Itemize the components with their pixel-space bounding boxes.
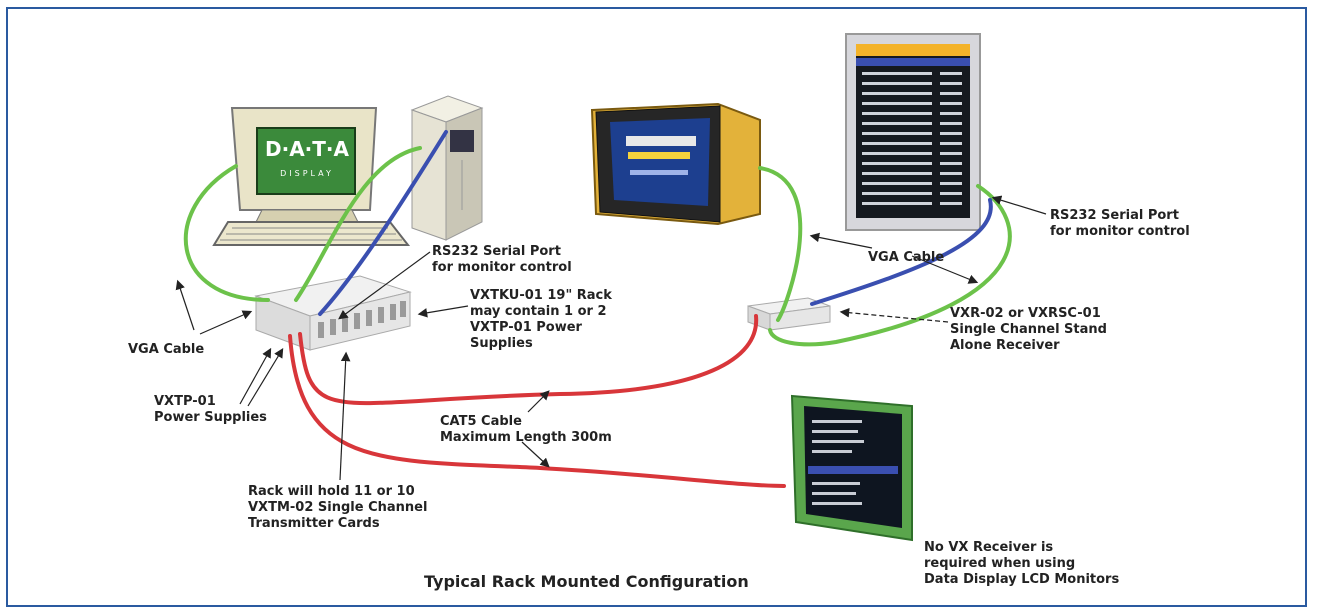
pointer-vga-left-1 — [175, 279, 195, 331]
label-cat5: CAT5 Cable Maximum Length 300m — [440, 414, 612, 445]
pointer-rack — [417, 305, 469, 318]
crt-monitor-icon — [590, 102, 761, 226]
label-rs232-right: RS232 Serial Port for monitor control — [1050, 208, 1190, 239]
label-rack: VXTKU-01 19" Rack may contain 1 or 2 VXT… — [470, 288, 612, 351]
pointer-power-2 — [247, 347, 284, 407]
label-receiver: VXR-02 or VXRSC-01 Single Channel Stand … — [950, 306, 1107, 353]
green-lcd-monitor-icon — [790, 394, 913, 542]
pointer-cat5-1 — [527, 390, 550, 413]
pointer-receiver — [839, 307, 949, 323]
logo-sub-text: DISPLAY — [280, 169, 334, 178]
data-display-logo: D·A·T·A DISPLAY — [256, 127, 356, 195]
vga-cable-left — [184, 164, 270, 302]
serial-cable-right — [810, 198, 993, 306]
serial-cable-left — [318, 130, 448, 316]
vga-cable-crt — [758, 166, 803, 322]
pointer-cards — [339, 351, 351, 481]
label-vga-left: VGA Cable — [128, 342, 205, 357]
label-power-supplies: VXTP-01 Power Supplies — [154, 394, 267, 425]
cat5-cable-lcd — [288, 334, 786, 488]
label-vga-right: VGA Cable — [868, 250, 945, 265]
pointer-vga-right-2 — [911, 255, 979, 284]
vga-cable-lcd — [768, 184, 1012, 347]
pointer-power-1 — [239, 347, 272, 405]
lcd-monitor-icon — [845, 33, 981, 231]
pointer-cat5-2 — [521, 441, 550, 468]
pc-tower-icon — [410, 95, 484, 241]
pointer-vga-left-2 — [199, 310, 253, 335]
receiver-icon — [747, 297, 831, 331]
vga-cable-tower — [294, 146, 422, 302]
diagram-title: Typical Rack Mounted Configuration — [424, 572, 749, 591]
label-lcd-note: No VX Receiver is required when using Da… — [924, 540, 1120, 587]
label-transmitter-cards: Rack will hold 11 or 10 VXTM-02 Single C… — [248, 484, 428, 531]
pointer-rs232-right — [991, 195, 1047, 215]
cat5-cable-receiver — [298, 314, 759, 406]
logo-main-text: D·A·T·A — [265, 137, 349, 161]
pointer-rs232-left — [338, 251, 431, 320]
pointer-vga-right-1 — [809, 232, 873, 249]
label-rs232-left: RS232 Serial Port for monitor control — [432, 244, 572, 275]
rack-unit-icon — [254, 275, 412, 351]
